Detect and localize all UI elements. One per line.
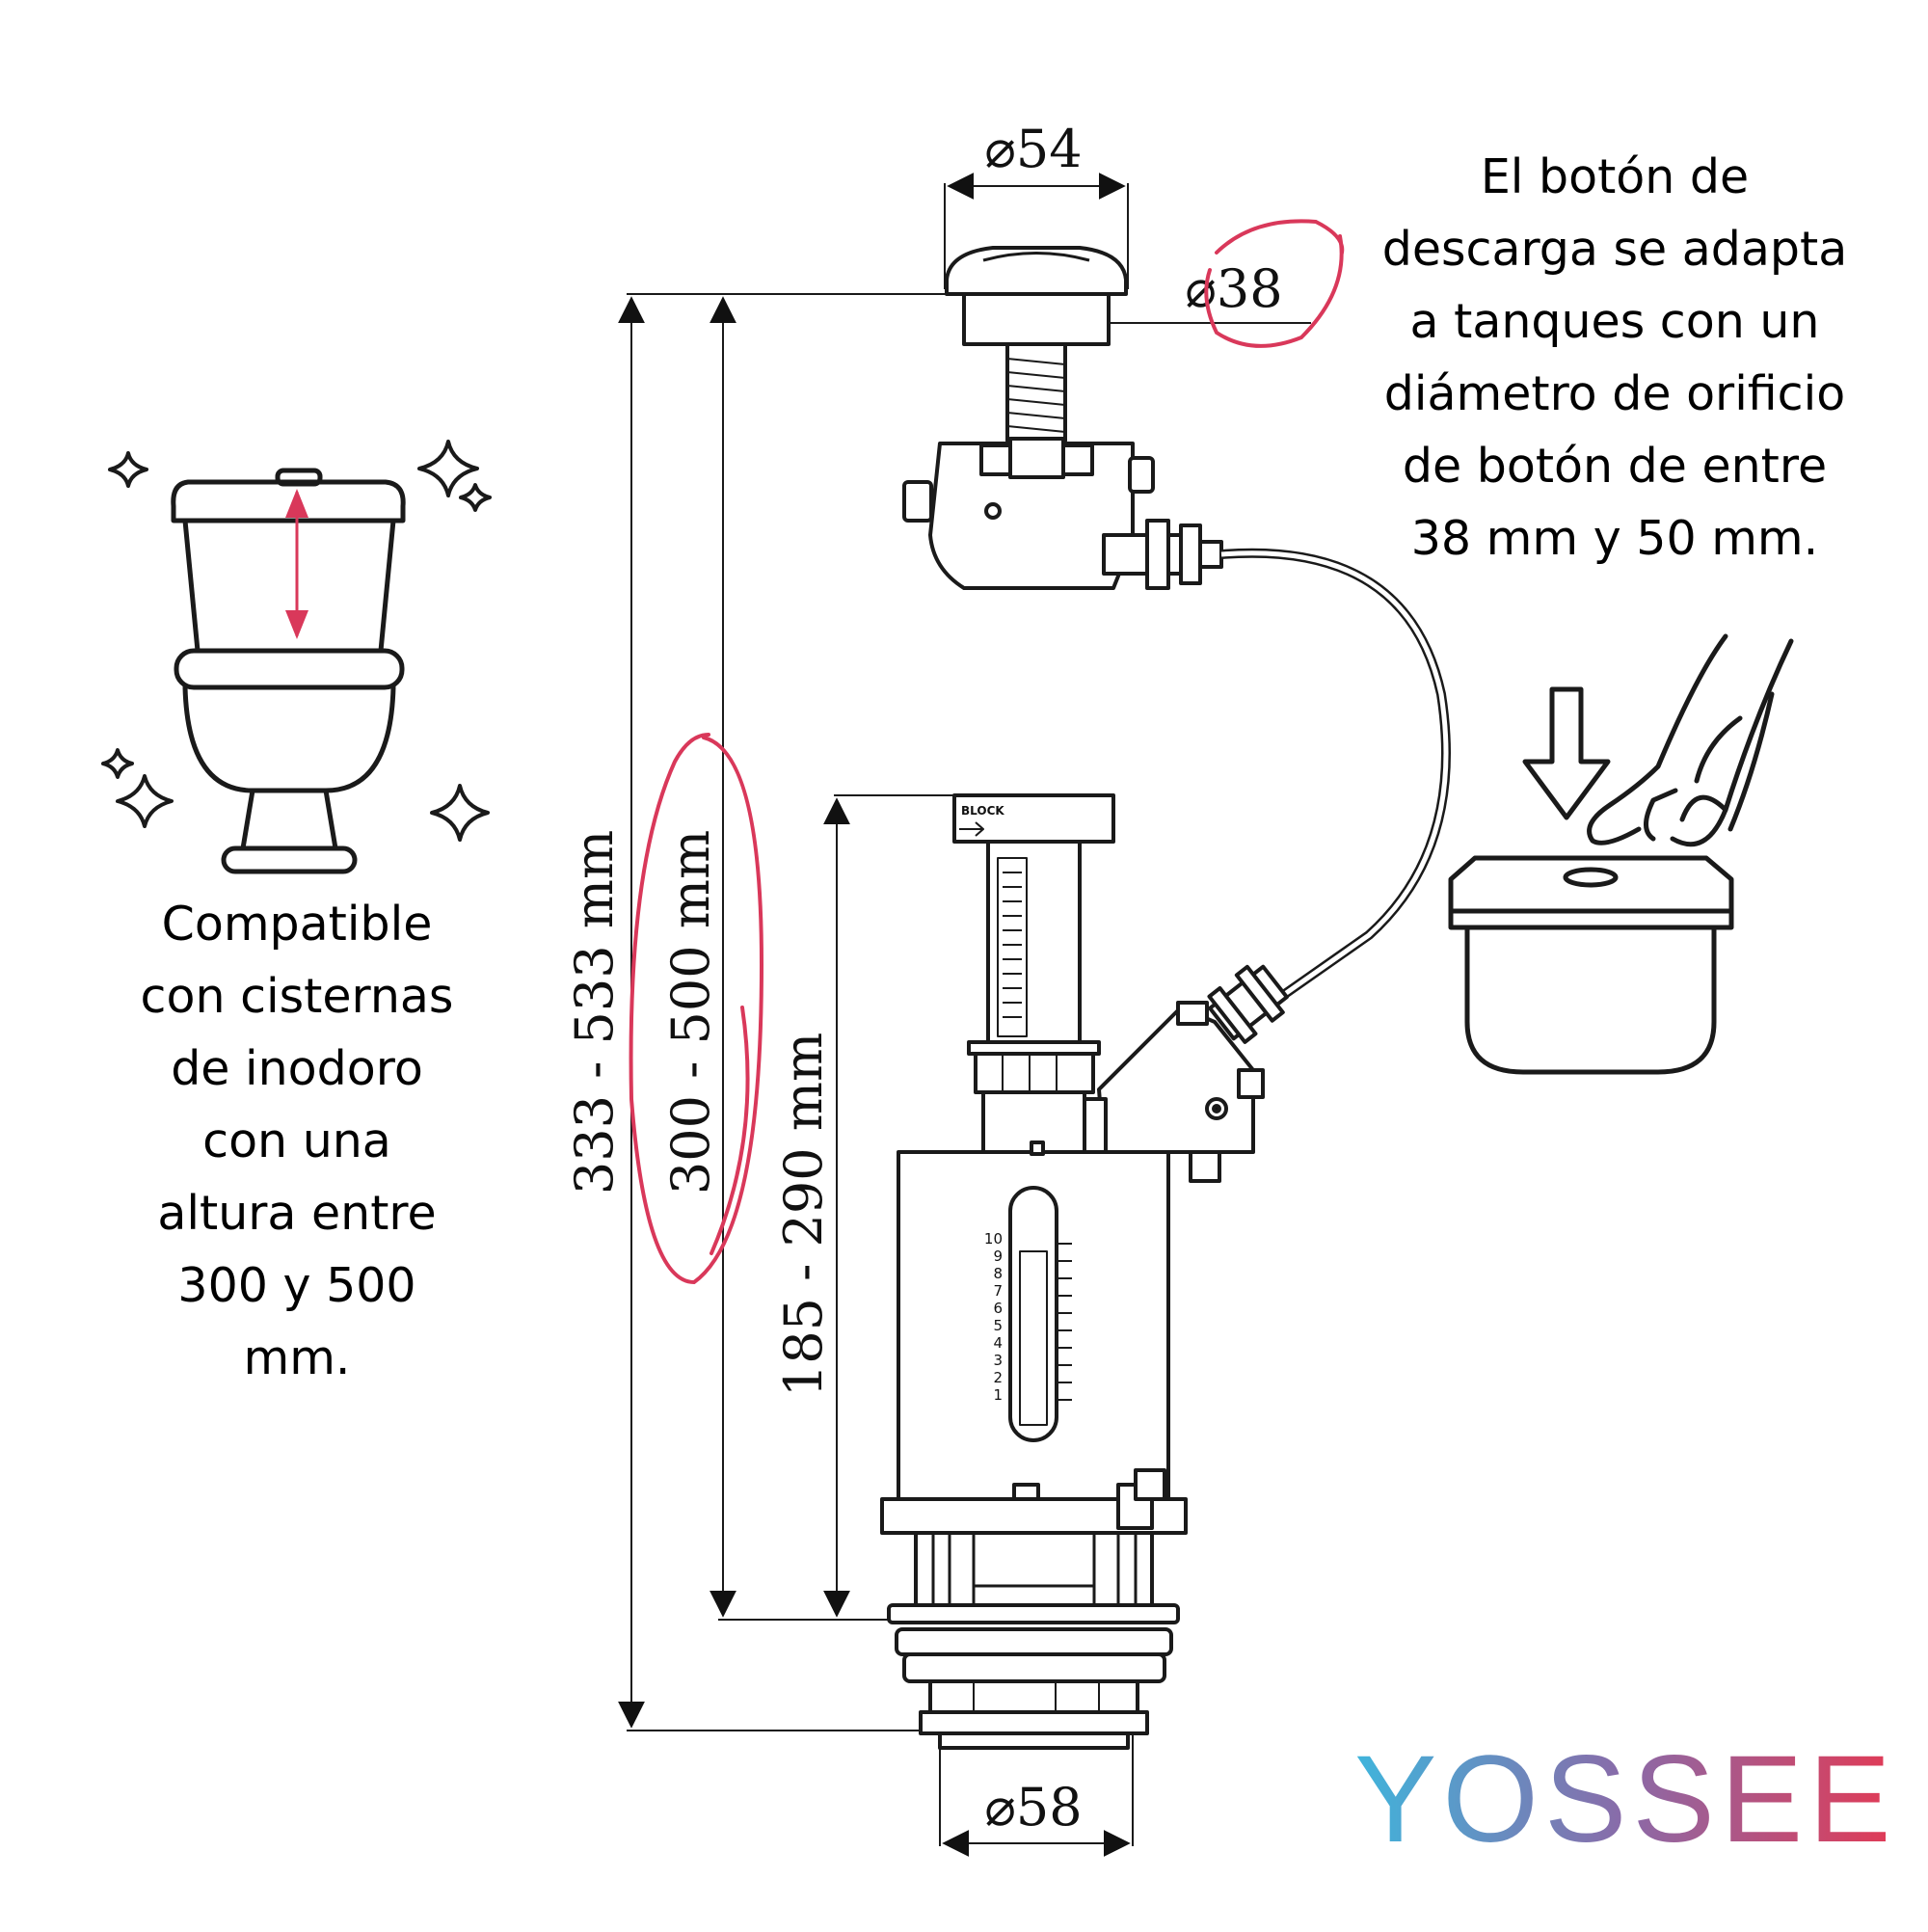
scale-label: 2 [993,1369,1003,1386]
right-description: El botón de descarga se adapta a tanques… [1382,149,1848,566]
right-text-line: de botón de entre [1403,439,1827,494]
hand-icon [1587,633,1794,847]
push-button [945,246,1128,296]
tank-icon [1448,855,1734,1075]
left-description: Compatible con cisternas de inodoro con … [141,897,454,1385]
right-text-line: 38 mm y 50 mm. [1411,511,1819,566]
left-text-line: Compatible [162,897,433,952]
scale-label: 9 [993,1248,1003,1265]
left-text-line: 300 y 500 [177,1258,415,1313]
yossee-logo: YOSSEE [1354,1731,1896,1868]
left-text-line: con cisternas [141,969,454,1024]
sparkle-icon [101,440,492,842]
level-scale: 10 9 8 7 6 5 4 3 2 1 [984,1230,1003,1404]
left-text-line: con una [202,1114,391,1168]
tank-height-label: 300 - 500 mm [660,830,721,1194]
right-text-line: descarga se adapta [1382,222,1848,277]
outlet-diameter-label: ⌀58 [984,1777,1082,1838]
scale-label: 7 [993,1282,1003,1300]
scale-label: 5 [993,1317,1003,1334]
toilet-icon [171,468,406,874]
left-text-line: mm. [243,1330,350,1385]
scale-label: 6 [993,1300,1003,1317]
left-text-line: de inodoro [171,1041,423,1096]
flush-valve-drawing [902,246,1223,590]
total-height-label: 333 - 533 mm [564,830,625,1194]
scale-label: 4 [993,1334,1003,1352]
right-text-line: a tanques con un [1410,294,1820,349]
scale-label: 8 [993,1265,1003,1282]
valve-body: BLOCK [880,793,1289,1750]
down-arrow-icon [1522,686,1611,820]
right-text-line: El botón de [1481,149,1749,204]
hole-diameter-label: ⌀38 [1185,258,1282,319]
button-diameter-label: ⌀54 [984,119,1082,179]
scale-label: 10 [984,1230,1003,1248]
block-label: BLOCK [961,804,1004,818]
right-text-line: diámetro de orificio [1384,366,1845,421]
valve-height-label: 185 - 290 mm [773,1033,834,1397]
scale-label: 1 [993,1386,1003,1404]
highlight-circles [629,219,1345,1285]
left-text-line: altura entre [157,1186,436,1241]
scale-label: 3 [993,1352,1003,1369]
